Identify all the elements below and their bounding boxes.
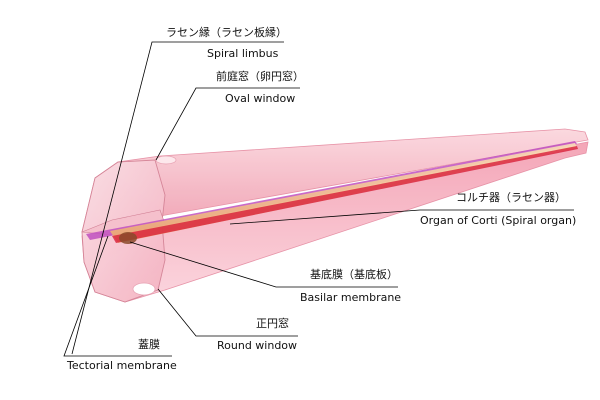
label-tectorial-membrane-ja: 蓋膜	[138, 338, 160, 351]
oval-window-opening	[155, 155, 177, 165]
leader-tectorial-membrane	[63, 235, 172, 357]
leader-lines	[63, 41, 574, 357]
leader-spiral-limbus	[71, 41, 284, 355]
label-organ-of-corti-ja: コルチ器（ラセン器）	[456, 191, 566, 204]
round-window-opening	[132, 282, 156, 296]
spiral-limbus-shape	[119, 232, 137, 244]
label-oval-window-en: Oval window	[225, 92, 295, 105]
label-round-window-en: Round window	[217, 339, 297, 352]
label-round-window-ja: 正円窓	[256, 316, 289, 330]
leader-organ-of-corti	[229, 209, 574, 225]
leader-round-window	[157, 288, 298, 337]
label-tectorial-membrane-en: Tectorial membrane	[66, 359, 177, 372]
basilar-membrane-shape	[112, 146, 578, 243]
label-spiral-limbus-en: Spiral limbus	[207, 47, 279, 60]
label-basilar-membrane-en: Basilar membrane	[300, 291, 401, 304]
label-basilar-membrane-ja: 基底膜（基底板）	[310, 267, 398, 281]
leader-basilar-membrane	[129, 241, 398, 288]
label-oval-window-ja: 前庭窓（卵円窓）	[216, 69, 304, 83]
leader-oval-window	[155, 87, 300, 161]
label-organ-of-corti-en: Organ of Corti (Spiral organ)	[420, 214, 576, 227]
label-spiral-limbus-ja: ラセン縁（ラセン板縁）	[166, 25, 287, 39]
